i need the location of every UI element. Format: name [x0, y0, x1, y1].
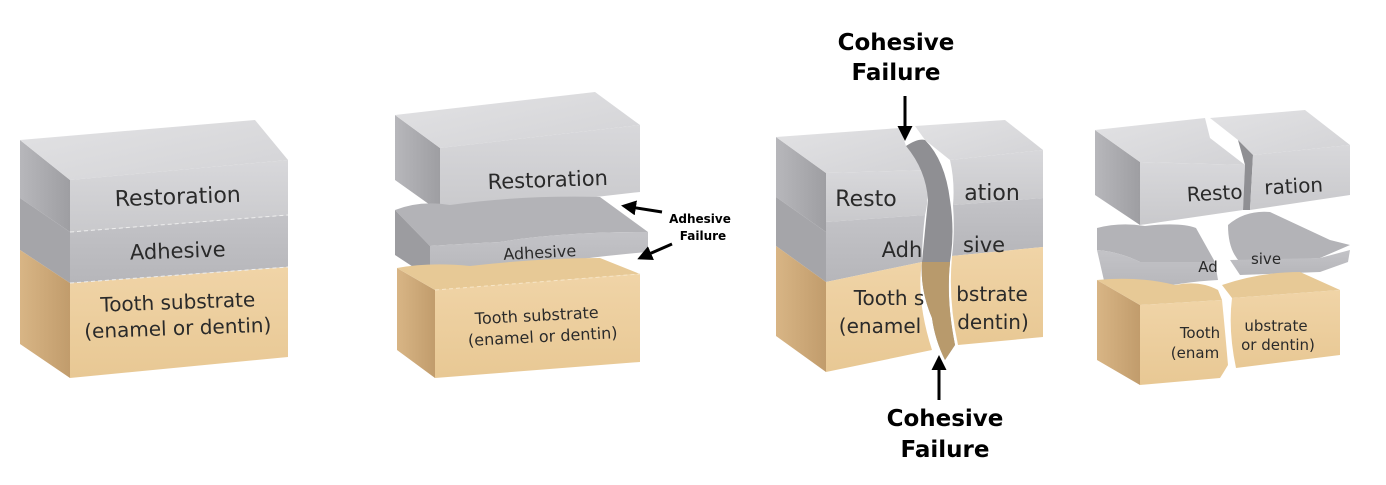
- restoration-side: [1095, 130, 1140, 225]
- restoration-side: [776, 137, 826, 232]
- tooth-side: [1097, 280, 1140, 385]
- tooth-top-left: [1097, 278, 1222, 305]
- restoration-front-right: [1250, 145, 1350, 210]
- adhesive-front-left: [826, 215, 925, 282]
- crack-face: [1238, 140, 1253, 210]
- adhesive-top: [395, 196, 648, 246]
- panel-intact: Restoration Adhesive Tooth substrate (en…: [20, 120, 289, 378]
- restoration-label-right: ration: [1264, 172, 1324, 199]
- adhesive-front: [70, 215, 288, 283]
- restoration-label-left: Resto: [835, 187, 896, 212]
- tooth-front-left: [1140, 300, 1228, 385]
- adhesive-side: [395, 210, 430, 278]
- tooth-front-right: [950, 247, 1043, 345]
- tooth-top-right: [1222, 272, 1340, 298]
- panel-cohesive-crack: Resto ation Adh sive Tooth s bstrate (en…: [776, 30, 1043, 463]
- adhesive-side: [776, 197, 826, 282]
- restoration-label: Restoration: [114, 183, 241, 212]
- tooth-label-line2-right: dentin): [957, 310, 1029, 334]
- layer-seam: [69, 214, 289, 233]
- restoration-top-right: [1210, 110, 1350, 155]
- panel-adhesive-failure: Restoration Adhesive Tooth substrate (en…: [395, 92, 731, 378]
- tooth-label-line1: Tooth substrate: [99, 287, 256, 316]
- tooth-label-line1-right: ubstrate: [1244, 317, 1307, 335]
- tooth-front-right: [1230, 290, 1340, 368]
- arrow-icon: [637, 242, 673, 261]
- restoration-top: [20, 120, 288, 180]
- restoration-front-left: [1140, 162, 1245, 225]
- adhesive-front-right: [952, 198, 1043, 256]
- restoration-side: [395, 115, 440, 212]
- layer-seam: [434, 273, 641, 291]
- cohesive-failure-top-line2: Failure: [852, 60, 941, 86]
- tooth-top: [397, 258, 640, 290]
- adhesive-top-right: [1228, 211, 1350, 262]
- adhesive-side: [20, 198, 70, 283]
- layer-seam: [69, 266, 289, 284]
- tooth-front: [435, 274, 640, 378]
- tooth-side: [397, 268, 435, 378]
- adhesive-failure-label-line2: Failure: [680, 229, 726, 243]
- adhesive-label-left: Ad: [1198, 258, 1218, 276]
- adhesive-front-right: [1230, 250, 1350, 275]
- restoration-label-left: Resto: [1186, 180, 1243, 207]
- adhesive-label-right: sive: [963, 233, 1005, 257]
- restoration-side: [20, 140, 70, 232]
- tooth-label-line2-left: (enam: [1171, 344, 1219, 362]
- restoration-top: [395, 92, 640, 148]
- tooth-side: [20, 250, 70, 378]
- adhesive-label-right: sive: [1251, 250, 1281, 268]
- restoration-top-right: [915, 120, 1043, 160]
- tooth-label-line2-right: or dentin): [1241, 336, 1315, 354]
- cohesive-failure-bottom-line1: Cohesive: [887, 406, 1004, 432]
- crack-face-tooth: [921, 262, 955, 360]
- panel-cohesive-separated: Resto ration Ad sive Tooth ubstrate (ena…: [1095, 110, 1350, 385]
- restoration-label: Restoration: [487, 166, 608, 194]
- restoration-front: [440, 125, 640, 212]
- adhesive-label-left: Adh: [882, 238, 923, 262]
- cohesive-failure-top-line1: Cohesive: [838, 30, 955, 56]
- arrow-icon: [621, 200, 663, 216]
- tooth-front: [70, 267, 288, 378]
- restoration-top-left: [1095, 118, 1245, 165]
- restoration-front-left: [826, 170, 928, 222]
- restoration-label-right: ation: [964, 181, 1020, 206]
- adhesive-label: Adhesive: [130, 237, 226, 264]
- tooth-label-line1-right: bstrate: [956, 282, 1028, 306]
- restoration-front-right: [950, 150, 1043, 205]
- restoration-front: [70, 160, 288, 232]
- tooth-label-line1-left: Tooth s: [853, 286, 925, 310]
- tooth-front-left: [826, 262, 932, 372]
- adhesive-top-left: [1097, 224, 1215, 262]
- restoration-top-left: [776, 128, 926, 173]
- tooth-label-line2-left: (enamel: [839, 314, 921, 338]
- tooth-side: [776, 246, 826, 372]
- cohesive-failure-bottom-line2: Failure: [901, 437, 990, 463]
- tooth-label-line1-left: Tooth: [1179, 324, 1220, 342]
- adhesive-label: Adhesive: [503, 241, 577, 264]
- adhesive-failure-label-line1: Adhesive: [669, 212, 731, 226]
